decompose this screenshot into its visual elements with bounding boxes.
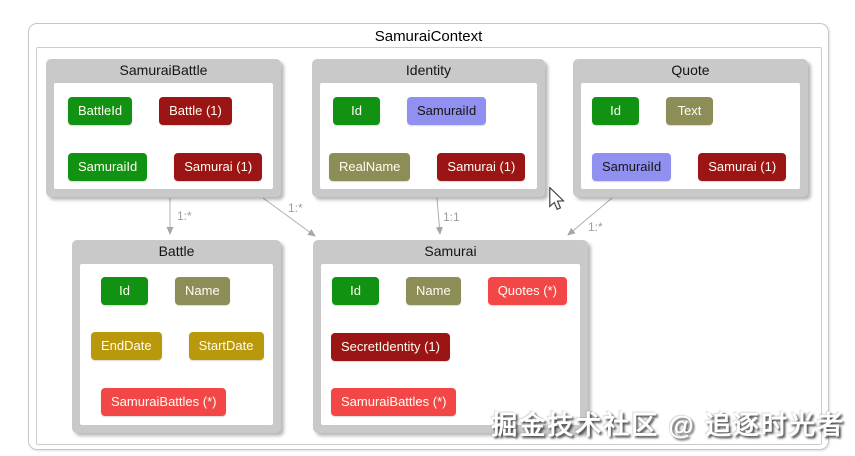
property-row: Id SamuraiId [333,97,487,125]
property-row: Id Text [592,97,713,125]
property-badge-id[interactable]: Id [332,277,379,305]
property-badge-enddate[interactable]: EndDate [91,332,162,360]
property-badge-samurai-1[interactable]: Samurai (1) [437,153,526,181]
mouse-cursor-icon [549,187,565,211]
property-badge-id[interactable]: Id [592,97,639,125]
watermark: 掘金技术社区 @ 追逐时光者 [491,410,845,440]
property-row: BattleId Battle (1) [68,97,232,125]
property-badge-secretidentity-1[interactable]: SecretIdentity (1) [331,333,450,361]
entity-title: Battle [158,243,195,259]
property-row: EndDate StartDate [91,332,264,360]
property-badge-samurai-1[interactable]: Samurai (1) [698,153,787,181]
property-badge-samurai-1[interactable]: Samurai (1) [174,153,263,181]
property-row: RealName Samurai (1) [329,153,526,181]
entity-title: Identity [405,62,452,78]
property-badge-startdate[interactable]: StartDate [188,332,264,360]
property-row: SamuraiId Samurai (1) [592,153,787,181]
property-badge-name[interactable]: Name [406,277,461,305]
property-badge-battle-1[interactable]: Battle (1) [159,97,232,125]
property-badge-id[interactable]: Id [333,97,380,125]
property-badge-samuraiid[interactable]: SamuraiId [592,153,672,181]
entity-title: Samurai [424,243,477,259]
property-badge-samuraibattles[interactable]: SamuraiBattles (*) [101,388,227,416]
property-badge-samuraiid[interactable]: SamuraiId [68,153,148,181]
property-row: SecretIdentity (1) [331,333,450,361]
property-badge-id[interactable]: Id [101,277,148,305]
property-badge-name[interactable]: Name [175,277,230,305]
property-badge-samuraibattles[interactable]: SamuraiBattles (*) [331,388,457,416]
property-row: Id Name [101,277,230,305]
context-title: SamuraiContext [374,28,483,45]
property-badge-quotes[interactable]: Quotes (*) [487,277,567,305]
property-badge-samuraiid[interactable]: SamuraiId [407,97,487,125]
property-badge-battleid[interactable]: BattleId [68,97,133,125]
entity-title: Quote [671,62,710,78]
property-row: SamuraiId Samurai (1) [68,153,263,181]
property-badge-text[interactable]: Text [666,97,713,125]
property-row: SamuraiBattles (*) [331,388,457,416]
property-row: Id Name Quotes (*) [332,277,567,305]
property-badge-realname[interactable]: RealName [329,153,411,181]
property-row: SamuraiBattles (*) [101,388,227,416]
entity-title: SamuraiBattle [119,62,208,78]
